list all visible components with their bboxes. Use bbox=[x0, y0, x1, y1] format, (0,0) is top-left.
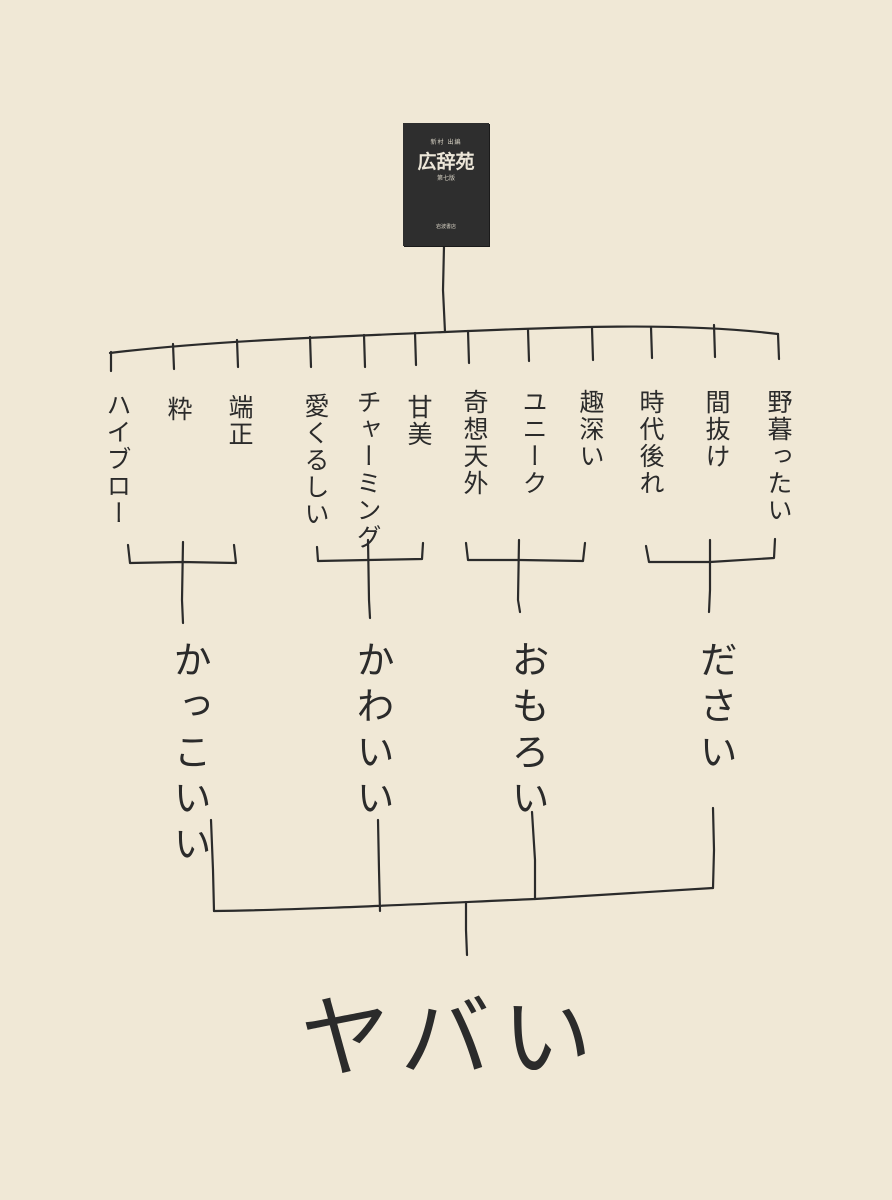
tick-5 bbox=[362, 333, 367, 369]
group-label: おもろい bbox=[505, 640, 549, 824]
leaf-label: 時代後れ bbox=[636, 389, 665, 497]
bottom-bracket-line bbox=[212, 886, 715, 913]
top-bracket-line bbox=[108, 325, 780, 355]
leaf-label: 端正 bbox=[225, 394, 254, 448]
tick-9 bbox=[590, 326, 595, 362]
group-label: かわいい bbox=[350, 640, 394, 824]
tick-4 bbox=[308, 335, 313, 369]
dictionary-book: 新村 出編 広辞苑 第七版 岩波書店 bbox=[403, 123, 489, 246]
book-publisher: 岩波書店 bbox=[435, 224, 456, 230]
drop-1 bbox=[209, 818, 216, 913]
tick-6 bbox=[413, 331, 418, 367]
book-stem-line bbox=[441, 244, 447, 334]
group-stem-1 bbox=[180, 540, 185, 625]
group-stem-4 bbox=[707, 538, 712, 614]
leaf-label: 粋 bbox=[164, 396, 193, 423]
drop-2 bbox=[376, 818, 382, 913]
leaf-label: 愛くるしい bbox=[301, 393, 330, 528]
tick-2 bbox=[171, 342, 176, 371]
leaf-label: 趣深い bbox=[576, 389, 605, 470]
root-label: ヤバい bbox=[299, 986, 605, 1091]
book-title: 広辞苑 bbox=[417, 151, 475, 173]
leaf-label: 間抜け bbox=[702, 389, 731, 470]
leaf-label: ハイブロー bbox=[103, 392, 132, 527]
tick-11 bbox=[712, 323, 717, 359]
leaf-label: ユニーク bbox=[519, 389, 548, 497]
leaf-label: チャーミング bbox=[353, 389, 382, 551]
drop-4 bbox=[711, 806, 716, 890]
tick-7 bbox=[466, 329, 471, 365]
tick-10 bbox=[649, 325, 654, 360]
tick-3 bbox=[235, 338, 240, 369]
group-bracket-3 bbox=[464, 541, 587, 563]
leaf-label: 甘美 bbox=[404, 394, 433, 448]
group-stem-3 bbox=[516, 538, 522, 614]
drop-3 bbox=[530, 810, 537, 901]
root-stem-line bbox=[464, 900, 469, 957]
tick-12 bbox=[776, 332, 781, 361]
group-label: かっこいい bbox=[167, 640, 211, 870]
book-author: 新村 出編 bbox=[430, 139, 462, 146]
leaf-label: 野暮ったい bbox=[764, 389, 793, 524]
group-label: ださい bbox=[693, 640, 737, 778]
book-edition: 第七版 bbox=[436, 175, 455, 182]
leaf-label: 奇想天外 bbox=[460, 389, 489, 497]
group-stem-2 bbox=[366, 538, 372, 620]
tick-8 bbox=[526, 328, 531, 363]
